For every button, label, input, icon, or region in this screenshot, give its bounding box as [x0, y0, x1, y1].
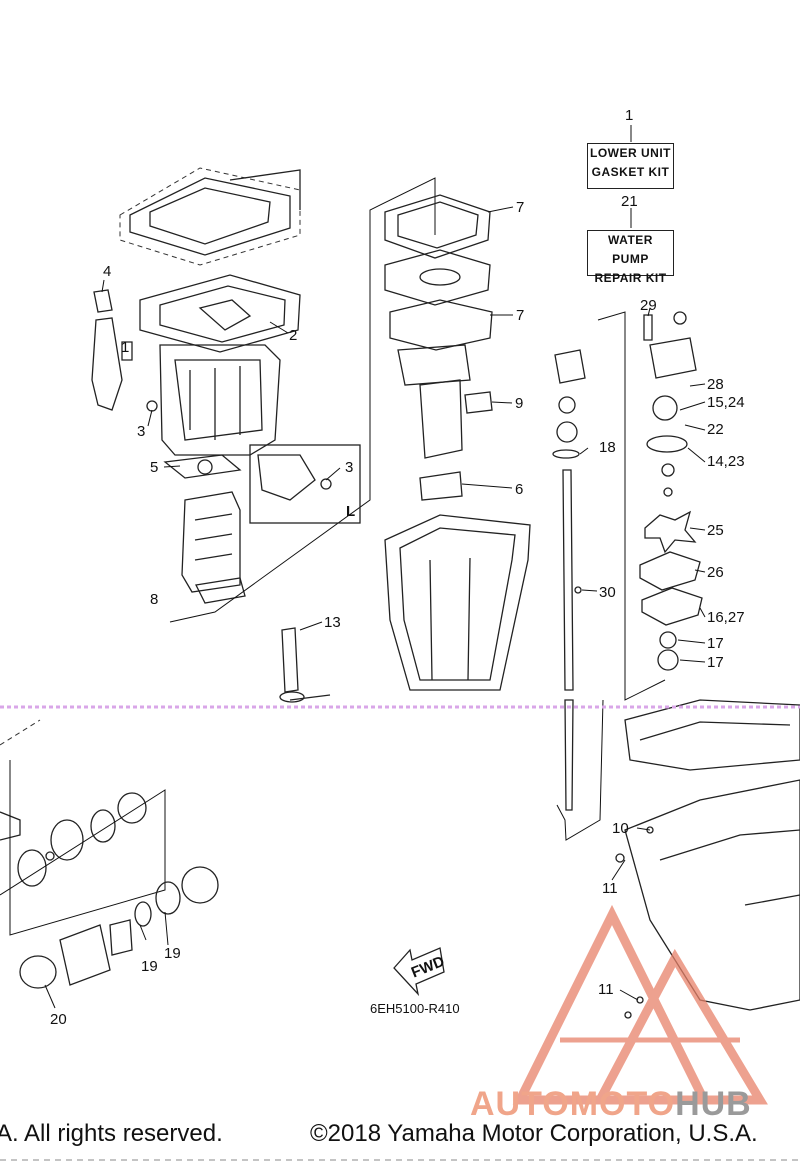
- callout-3c: 1: [121, 339, 129, 356]
- callout-16-27: 16,27: [707, 609, 745, 626]
- kit-1-line2: GASKET KIT: [591, 165, 670, 179]
- callout-10: 10: [612, 820, 629, 837]
- kit-21-line2: REPAIR KIT: [594, 271, 667, 285]
- callout-4: 4: [103, 263, 111, 280]
- watermark-logo-icon: [512, 904, 768, 1105]
- kit-1-number: 1: [625, 107, 634, 124]
- callout-20: 20: [50, 1011, 67, 1028]
- kit-21-number: 21: [621, 193, 638, 210]
- watermark-part2: HUB: [675, 1085, 752, 1123]
- footer-left-text: A. All rights reserved.: [0, 1120, 223, 1147]
- callout-3a: 3: [137, 423, 145, 440]
- callout-5: 5: [150, 459, 158, 476]
- callout-28: 28: [707, 376, 724, 393]
- callout-11b: 11: [598, 981, 614, 998]
- callout-19b: 19: [164, 945, 181, 962]
- callout-3b: 3: [345, 459, 353, 476]
- callout-26: 26: [707, 564, 724, 581]
- callout-30: 30: [599, 584, 616, 601]
- callout-9: 9: [515, 395, 523, 412]
- callout-2: 2: [289, 327, 297, 344]
- callout-19a: 19: [141, 958, 158, 975]
- lower-unit-group: [615, 699, 800, 1019]
- kit-21-line1: WATER PUMP: [608, 233, 653, 266]
- footer-copyright: ©2018 Yamaha Motor Corporation, U.S.A.: [310, 1120, 758, 1147]
- callout-14-23: 14,23: [707, 453, 745, 470]
- gear-components-group: [0, 719, 219, 989]
- diagram-code: 6EH5100-R410: [370, 1001, 460, 1016]
- callout-leaders: [44, 206, 706, 1009]
- fwd-arrow: FWD: [393, 947, 447, 997]
- callout-18: 18: [599, 439, 616, 456]
- callout-22: 22: [707, 421, 724, 438]
- callout-8: 8: [150, 591, 158, 608]
- callout-25: 25: [707, 522, 724, 539]
- watermark-part1: AUTOMOTO: [470, 1085, 676, 1123]
- upper-casing-group: [91, 167, 436, 703]
- callout-7b: 7: [516, 307, 524, 324]
- callout-13: 13: [324, 614, 341, 631]
- inset-label: L: [346, 503, 355, 520]
- callout-15-24: 15,24: [707, 394, 745, 411]
- middle-column-group: [289, 194, 531, 701]
- callout-29: 29: [640, 297, 657, 314]
- lower-unit-gasket-kit-box: LOWER UNIT GASKET KIT: [587, 143, 674, 189]
- callout-17a: 17: [707, 635, 724, 652]
- watermark-text: AUTOMOTOHUB: [470, 1085, 752, 1124]
- callout-17b: 17: [707, 654, 724, 671]
- callout-7a: 7: [516, 199, 524, 216]
- water-pump-repair-kit-box: WATER PUMP REPAIR KIT: [587, 230, 674, 285]
- kit-1-line1: LOWER UNIT: [590, 146, 671, 160]
- callout-6: 6: [515, 481, 523, 498]
- water-pump-group: [639, 311, 703, 671]
- drive-shaft-group: [552, 311, 666, 841]
- callout-numbers: 2 3 3 1 4 5 6 7 7 8 9 10 11 11 13 14,23 …: [50, 199, 745, 1028]
- callout-11a: 11: [602, 880, 618, 897]
